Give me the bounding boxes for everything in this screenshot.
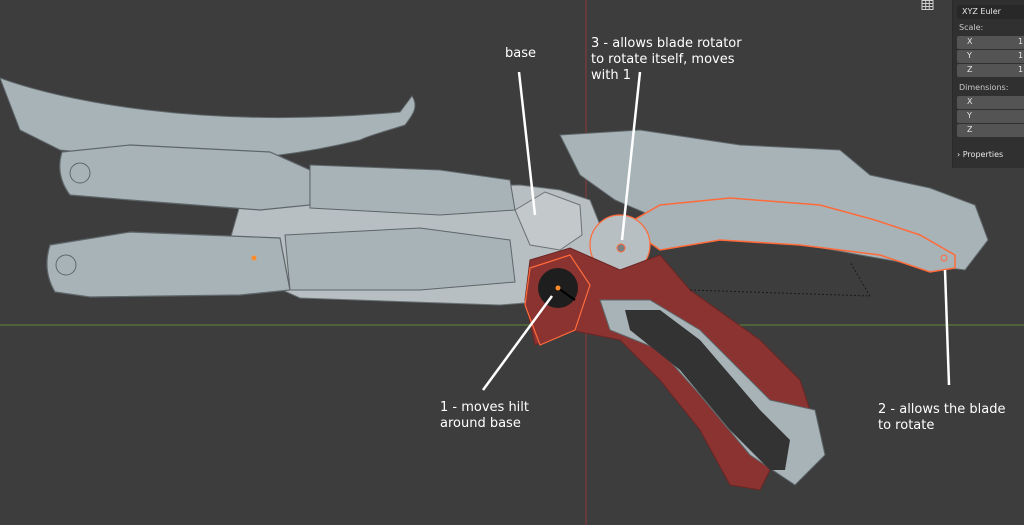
lower-handle[interactable]	[46, 231, 291, 298]
scale-z-axis: Z	[967, 65, 973, 74]
rotation-mode-value: XYZ Euler	[962, 7, 1001, 16]
annotation-2: 2 - allows the blade to rotate	[878, 402, 1006, 433]
scale-label: Scale:	[959, 23, 984, 32]
hilt-pivot-line	[557, 287, 576, 301]
leader-1	[481, 295, 554, 391]
properties-label: Properties	[962, 150, 1004, 159]
upper-handle-hole	[69, 162, 91, 184]
hilt-inner-slot	[625, 310, 790, 470]
leader-base	[517, 71, 537, 216]
dimensions-label: Dimensions:	[959, 83, 1009, 92]
dimensions-z-field[interactable]: Z	[957, 124, 1024, 137]
leader-2	[943, 269, 951, 386]
scale-z-value: 1.	[1018, 65, 1024, 74]
scale-z-field[interactable]: Z 1.	[957, 64, 1024, 77]
dimensions-y-axis: Y	[967, 111, 972, 120]
properties-section[interactable]: › Properties	[957, 150, 1003, 159]
scale-y-value: 1.	[1018, 51, 1024, 60]
grid-icon[interactable]	[920, 0, 936, 12]
dimensions-x-axis: X	[967, 97, 973, 106]
lower-handle-segment[interactable]	[284, 227, 516, 291]
blade-tip-origin	[940, 254, 948, 262]
scale-x-axis: X	[967, 37, 973, 46]
dimensions-x-field[interactable]: X	[957, 96, 1024, 109]
lower-handle-origin	[251, 255, 257, 261]
scale-y-field[interactable]: Y 1.	[957, 50, 1024, 63]
rotator-pivot	[616, 243, 626, 253]
dimensions-y-field[interactable]: Y	[957, 110, 1024, 123]
upper-handle[interactable]	[59, 144, 311, 211]
annotation-3: 3 - allows blade rotator to rotate itsel…	[591, 36, 742, 83]
base-bracket[interactable]	[514, 191, 583, 251]
chevron-right-icon: ›	[957, 150, 961, 159]
annotation-base: base	[505, 46, 536, 61]
dimensions-z-axis: Z	[967, 125, 973, 134]
scale-y-axis: Y	[967, 51, 972, 60]
rotation-mode-select[interactable]: XYZ Euler	[957, 5, 1024, 19]
transform-panel: XYZ Euler Scale: X 1. Y 1. Z 1. Dimensio…	[952, 0, 1024, 168]
lower-handle-hole	[55, 254, 77, 276]
leader-3	[620, 71, 642, 241]
scale-x-value: 1.	[1018, 37, 1024, 46]
annotation-1: 1 - moves hilt around base	[440, 400, 530, 431]
dashed-guide	[689, 261, 871, 297]
upper-handle-segment[interactable]	[309, 164, 516, 216]
hilt-origin	[555, 285, 561, 291]
blade-rotator[interactable]	[623, 197, 956, 273]
scale-x-field[interactable]: X 1.	[957, 36, 1024, 49]
